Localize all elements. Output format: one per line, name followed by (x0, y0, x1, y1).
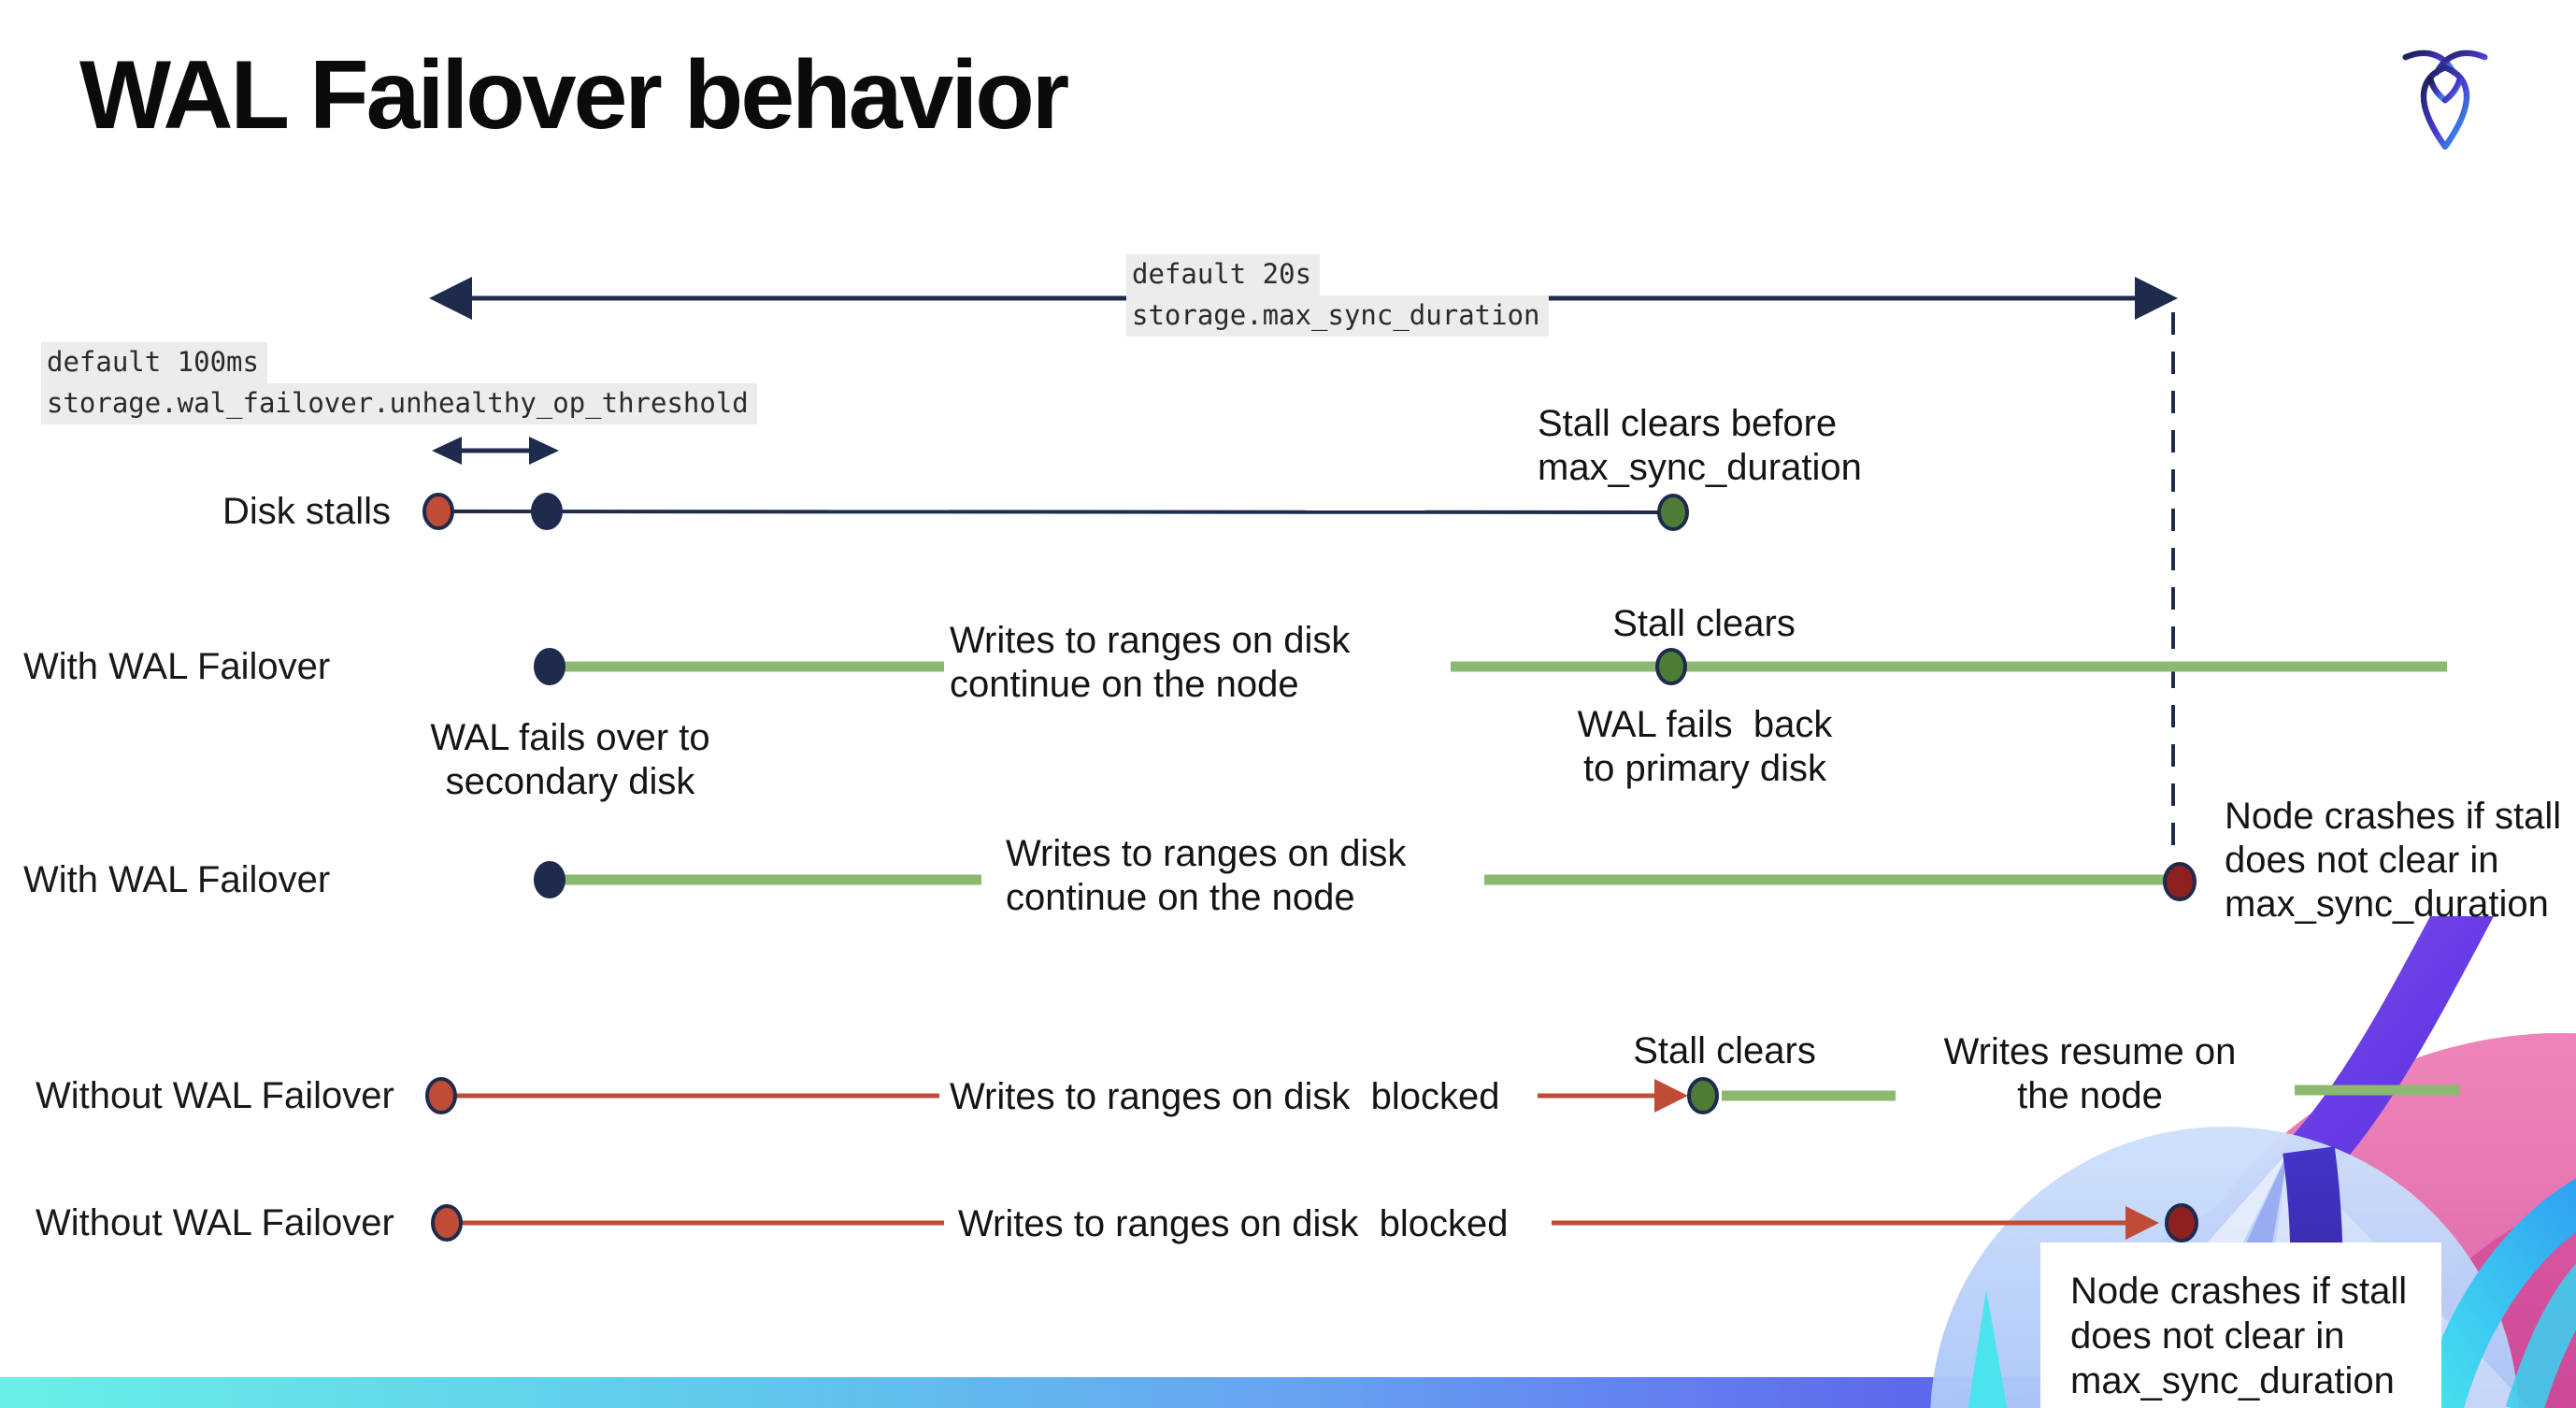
max-sync-duration-setting-label: default 20s storage.max_sync_duration (1126, 254, 1549, 337)
annotation-writes-blocked-row5: Writes to ranges on disk blocked (958, 1203, 1509, 1244)
row5-arrowhead (2125, 1206, 2159, 1240)
row1-stall-start-dot (422, 493, 454, 530)
annotation-wal-fails-over: WAL fails over to secondary disk (430, 717, 710, 802)
annotation-node-crashes-row5: Node crashes if stall does not clear in … (2070, 1271, 2408, 1401)
annotation-writes-continue-row3: Writes to ranges on disk continue on the… (1006, 833, 1407, 918)
row5-stall-start-dot (431, 1204, 463, 1242)
unhealthy-op-threshold-setting-label: default 100ms storage.wal_failover.unhea… (41, 342, 757, 424)
annotation-stall-clears-row4: Stall clears (1633, 1030, 1816, 1071)
row1-stall-clear-dot (1657, 494, 1689, 531)
row2-stall-clear-dot (1655, 648, 1687, 685)
cockroach-labs-logo-icon (2402, 50, 2488, 151)
annotation-stall-clears-row2: Stall clears (1612, 603, 1796, 644)
annotation-node-crashes-row3: Node crashes if stall does not clear in … (2225, 796, 2562, 925)
row-label-without-wal-failover-2: Without WAL Failover (36, 1202, 394, 1243)
unhealthy-op-threshold-arrow (432, 437, 559, 465)
page-title: WAL Failover behavior (79, 41, 1069, 150)
annotation-writes-blocked-row4: Writes to ranges on disk blocked (950, 1076, 1500, 1117)
row5-crash-dot (2165, 1203, 2198, 1243)
row-label-disk-stalls: Disk stalls (222, 491, 392, 532)
setting-default-value: default 100ms (41, 342, 267, 383)
annotation-writes-resume: Writes resume on the node (1943, 1031, 2237, 1116)
annotation-wal-fails-back: WAL fails back to primary disk (1577, 704, 1833, 789)
row3-crash-dot (2163, 862, 2197, 901)
row-label-with-wal-failover-2: With WAL Failover (23, 859, 331, 900)
setting-name: storage.max_sync_duration (1126, 295, 1549, 337)
setting-name: storage.wal_failover.unhealthy_op_thresh… (41, 383, 757, 424)
row4-stall-start-dot (425, 1077, 457, 1114)
cyan-arc (2417, 1178, 2576, 1408)
cyan-spike (1968, 1290, 2008, 1408)
row4-stall-clear-dot (1687, 1077, 1719, 1114)
row-label-with-wal-failover-1: With WAL Failover (23, 646, 331, 687)
node-crashes-callout-box: Node crashes if stall does not clear in … (2040, 1243, 2441, 1408)
row-label-without-wal-failover-1: Without WAL Failover (36, 1075, 394, 1116)
row3-failover-dot (534, 861, 565, 898)
annotation-stall-clears-before: Stall clears before max_sync_duration (1538, 403, 1862, 488)
annotation-writes-continue-row2: Writes to ranges on disk continue on the… (950, 620, 1351, 705)
row1-stall-line (437, 510, 1674, 514)
setting-default-value: default 20s (1126, 254, 1321, 295)
cyan-arc (2505, 1263, 2576, 1408)
row4-arrowhead (1654, 1079, 1688, 1113)
row1-threshold-dot (531, 493, 563, 530)
row2-failover-dot (534, 648, 565, 685)
